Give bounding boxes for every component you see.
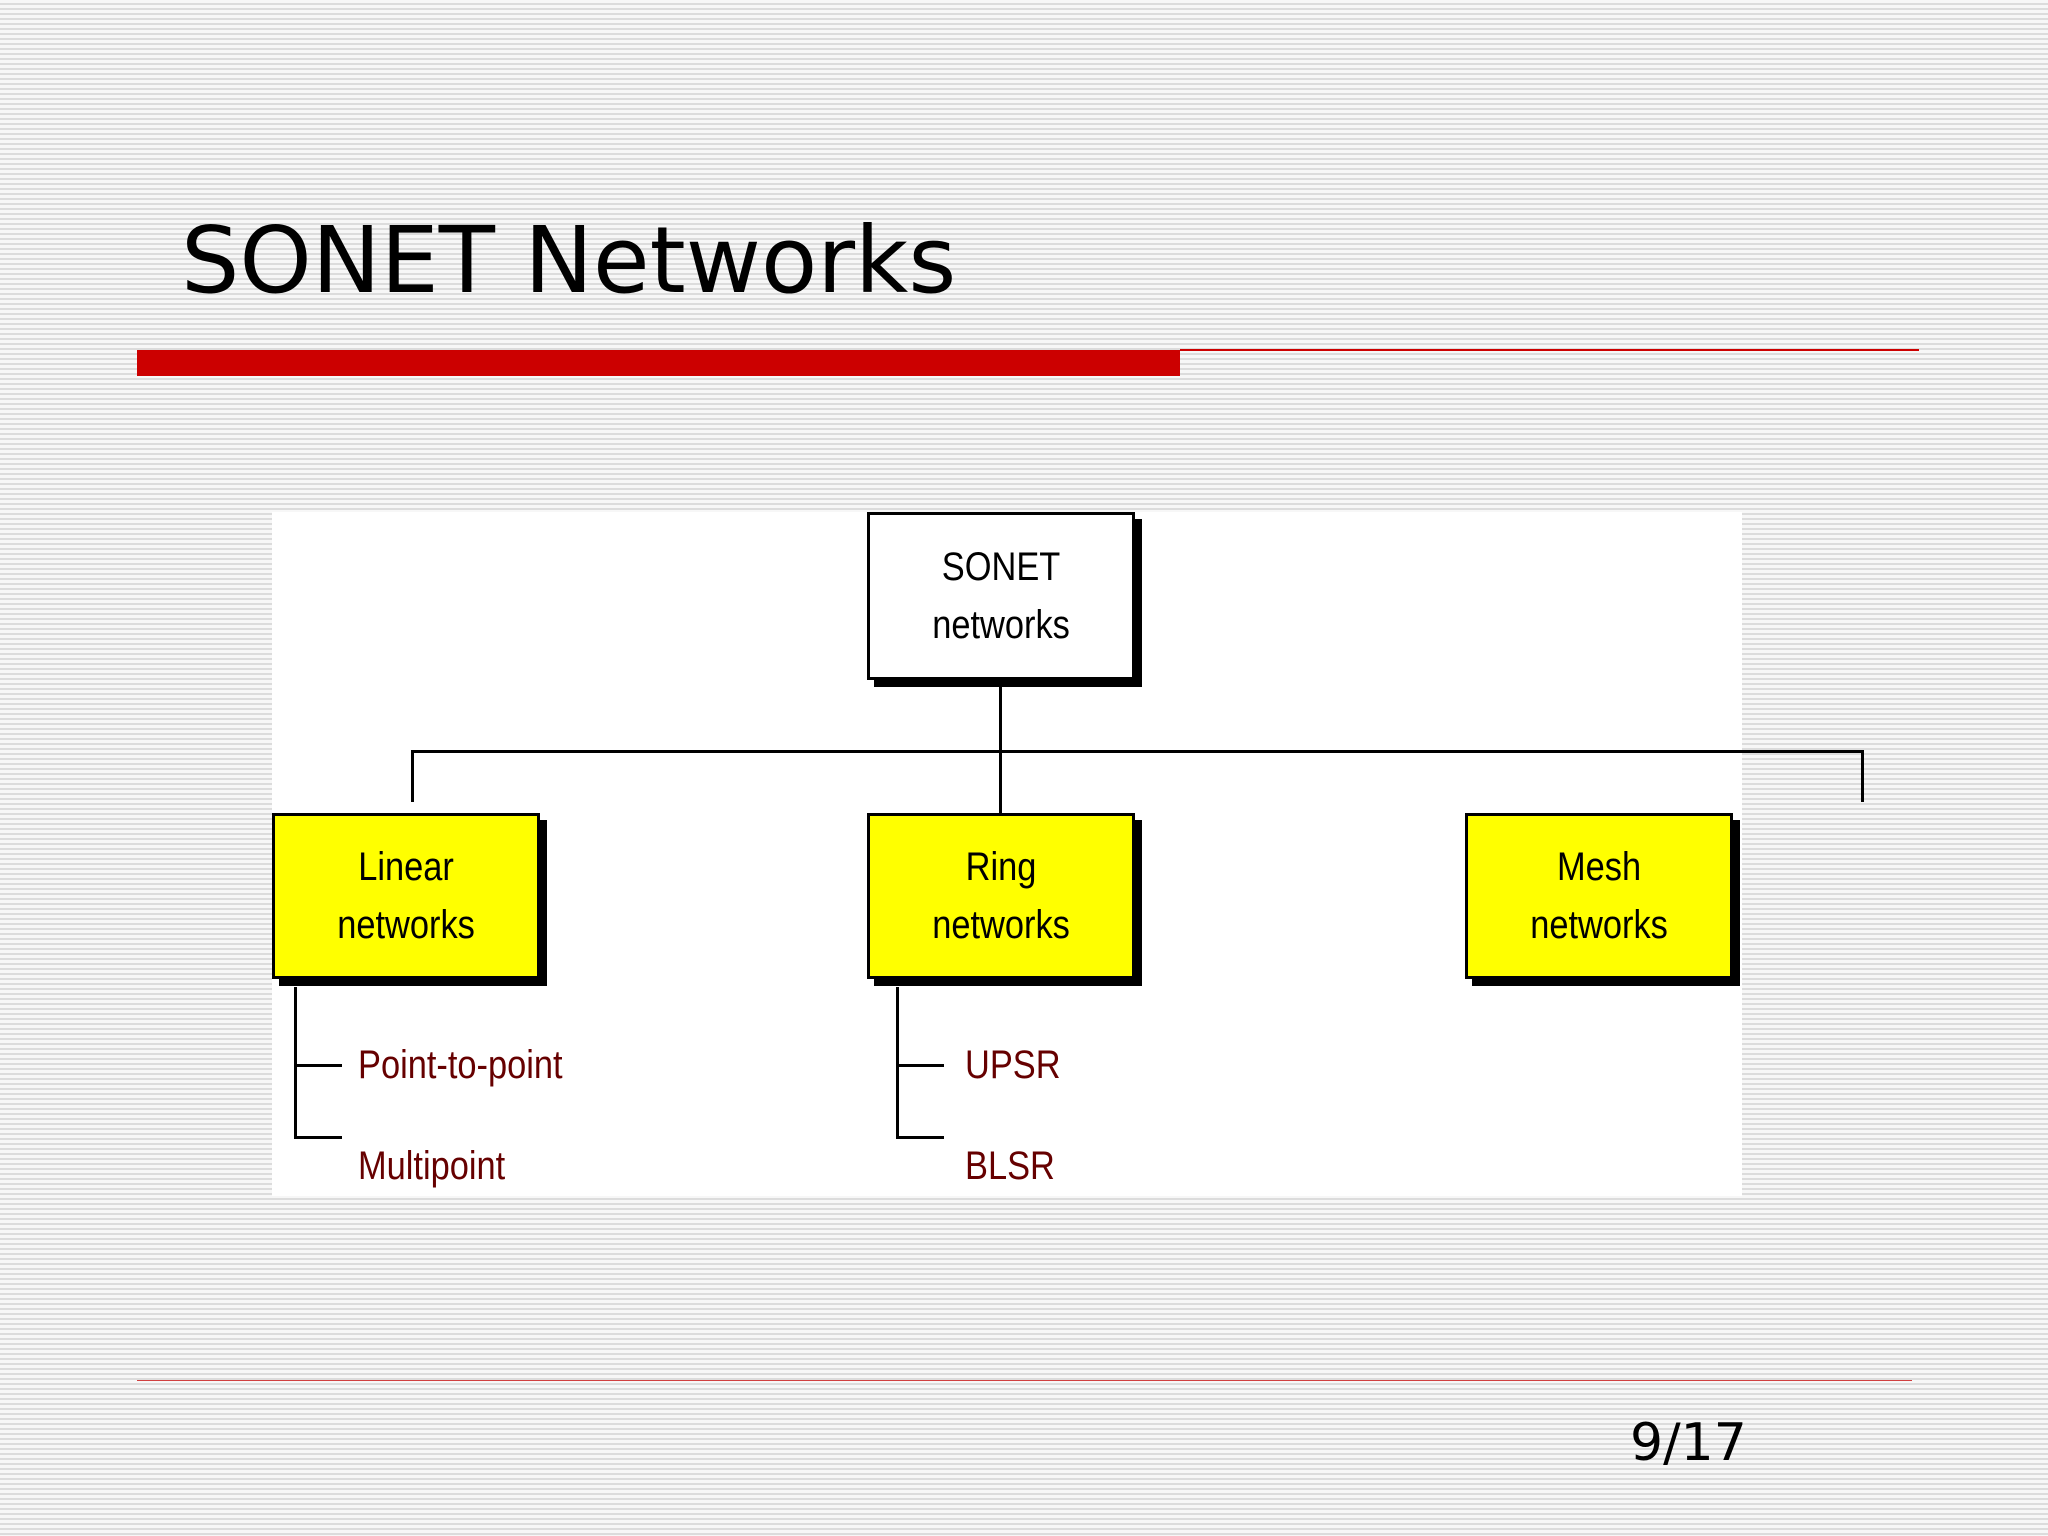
linear-drop-connector xyxy=(411,750,414,802)
linear-node-label-line2: networks xyxy=(337,903,475,947)
linear-leaf-tick-2 xyxy=(294,1136,342,1139)
linear-leaf-spine-connector xyxy=(294,987,297,1139)
horizontal-branch-connector xyxy=(411,750,1864,753)
sonet-hierarchy-diagram: SONET networks Linear networks Ring netw… xyxy=(272,512,1864,1196)
ring-leaf-tick-2 xyxy=(896,1136,944,1139)
leaf-point-to-point: Point-to-point xyxy=(358,1043,563,1087)
leaf-upsr: UPSR xyxy=(965,1043,1061,1087)
root-node-label-line2: networks xyxy=(932,603,1070,647)
mesh-node-label-line1: Mesh xyxy=(1556,845,1642,889)
ring-leaf-tick-1 xyxy=(896,1064,944,1067)
mesh-node-label-line2: networks xyxy=(1530,903,1668,947)
ring-node-label-line2: networks xyxy=(932,903,1070,947)
slide-title: SONET Networks xyxy=(181,207,957,314)
linear-node-label-line1: Linear xyxy=(358,845,454,889)
leaf-blsr: BLSR xyxy=(965,1144,1055,1188)
ring-leaf-spine-connector xyxy=(896,987,899,1139)
page-number: 9/17 xyxy=(1630,1413,1747,1473)
node-ring-networks: Ring networks xyxy=(867,813,1135,979)
node-linear-networks: Linear networks xyxy=(272,813,540,979)
root-node-sonet-networks: SONET networks xyxy=(867,512,1135,680)
mesh-drop-connector xyxy=(1861,750,1864,802)
linear-leaf-tick-1 xyxy=(294,1064,342,1067)
node-mesh-networks: Mesh networks xyxy=(1465,813,1733,979)
root-node-label-line1: SONET xyxy=(941,545,1061,589)
title-underline-thick xyxy=(137,350,1180,376)
ring-node-label-line1: Ring xyxy=(965,845,1037,889)
footer-divider xyxy=(137,1380,1912,1381)
leaf-multipoint: Multipoint xyxy=(358,1144,506,1188)
title-underline-thin xyxy=(1180,349,1919,351)
